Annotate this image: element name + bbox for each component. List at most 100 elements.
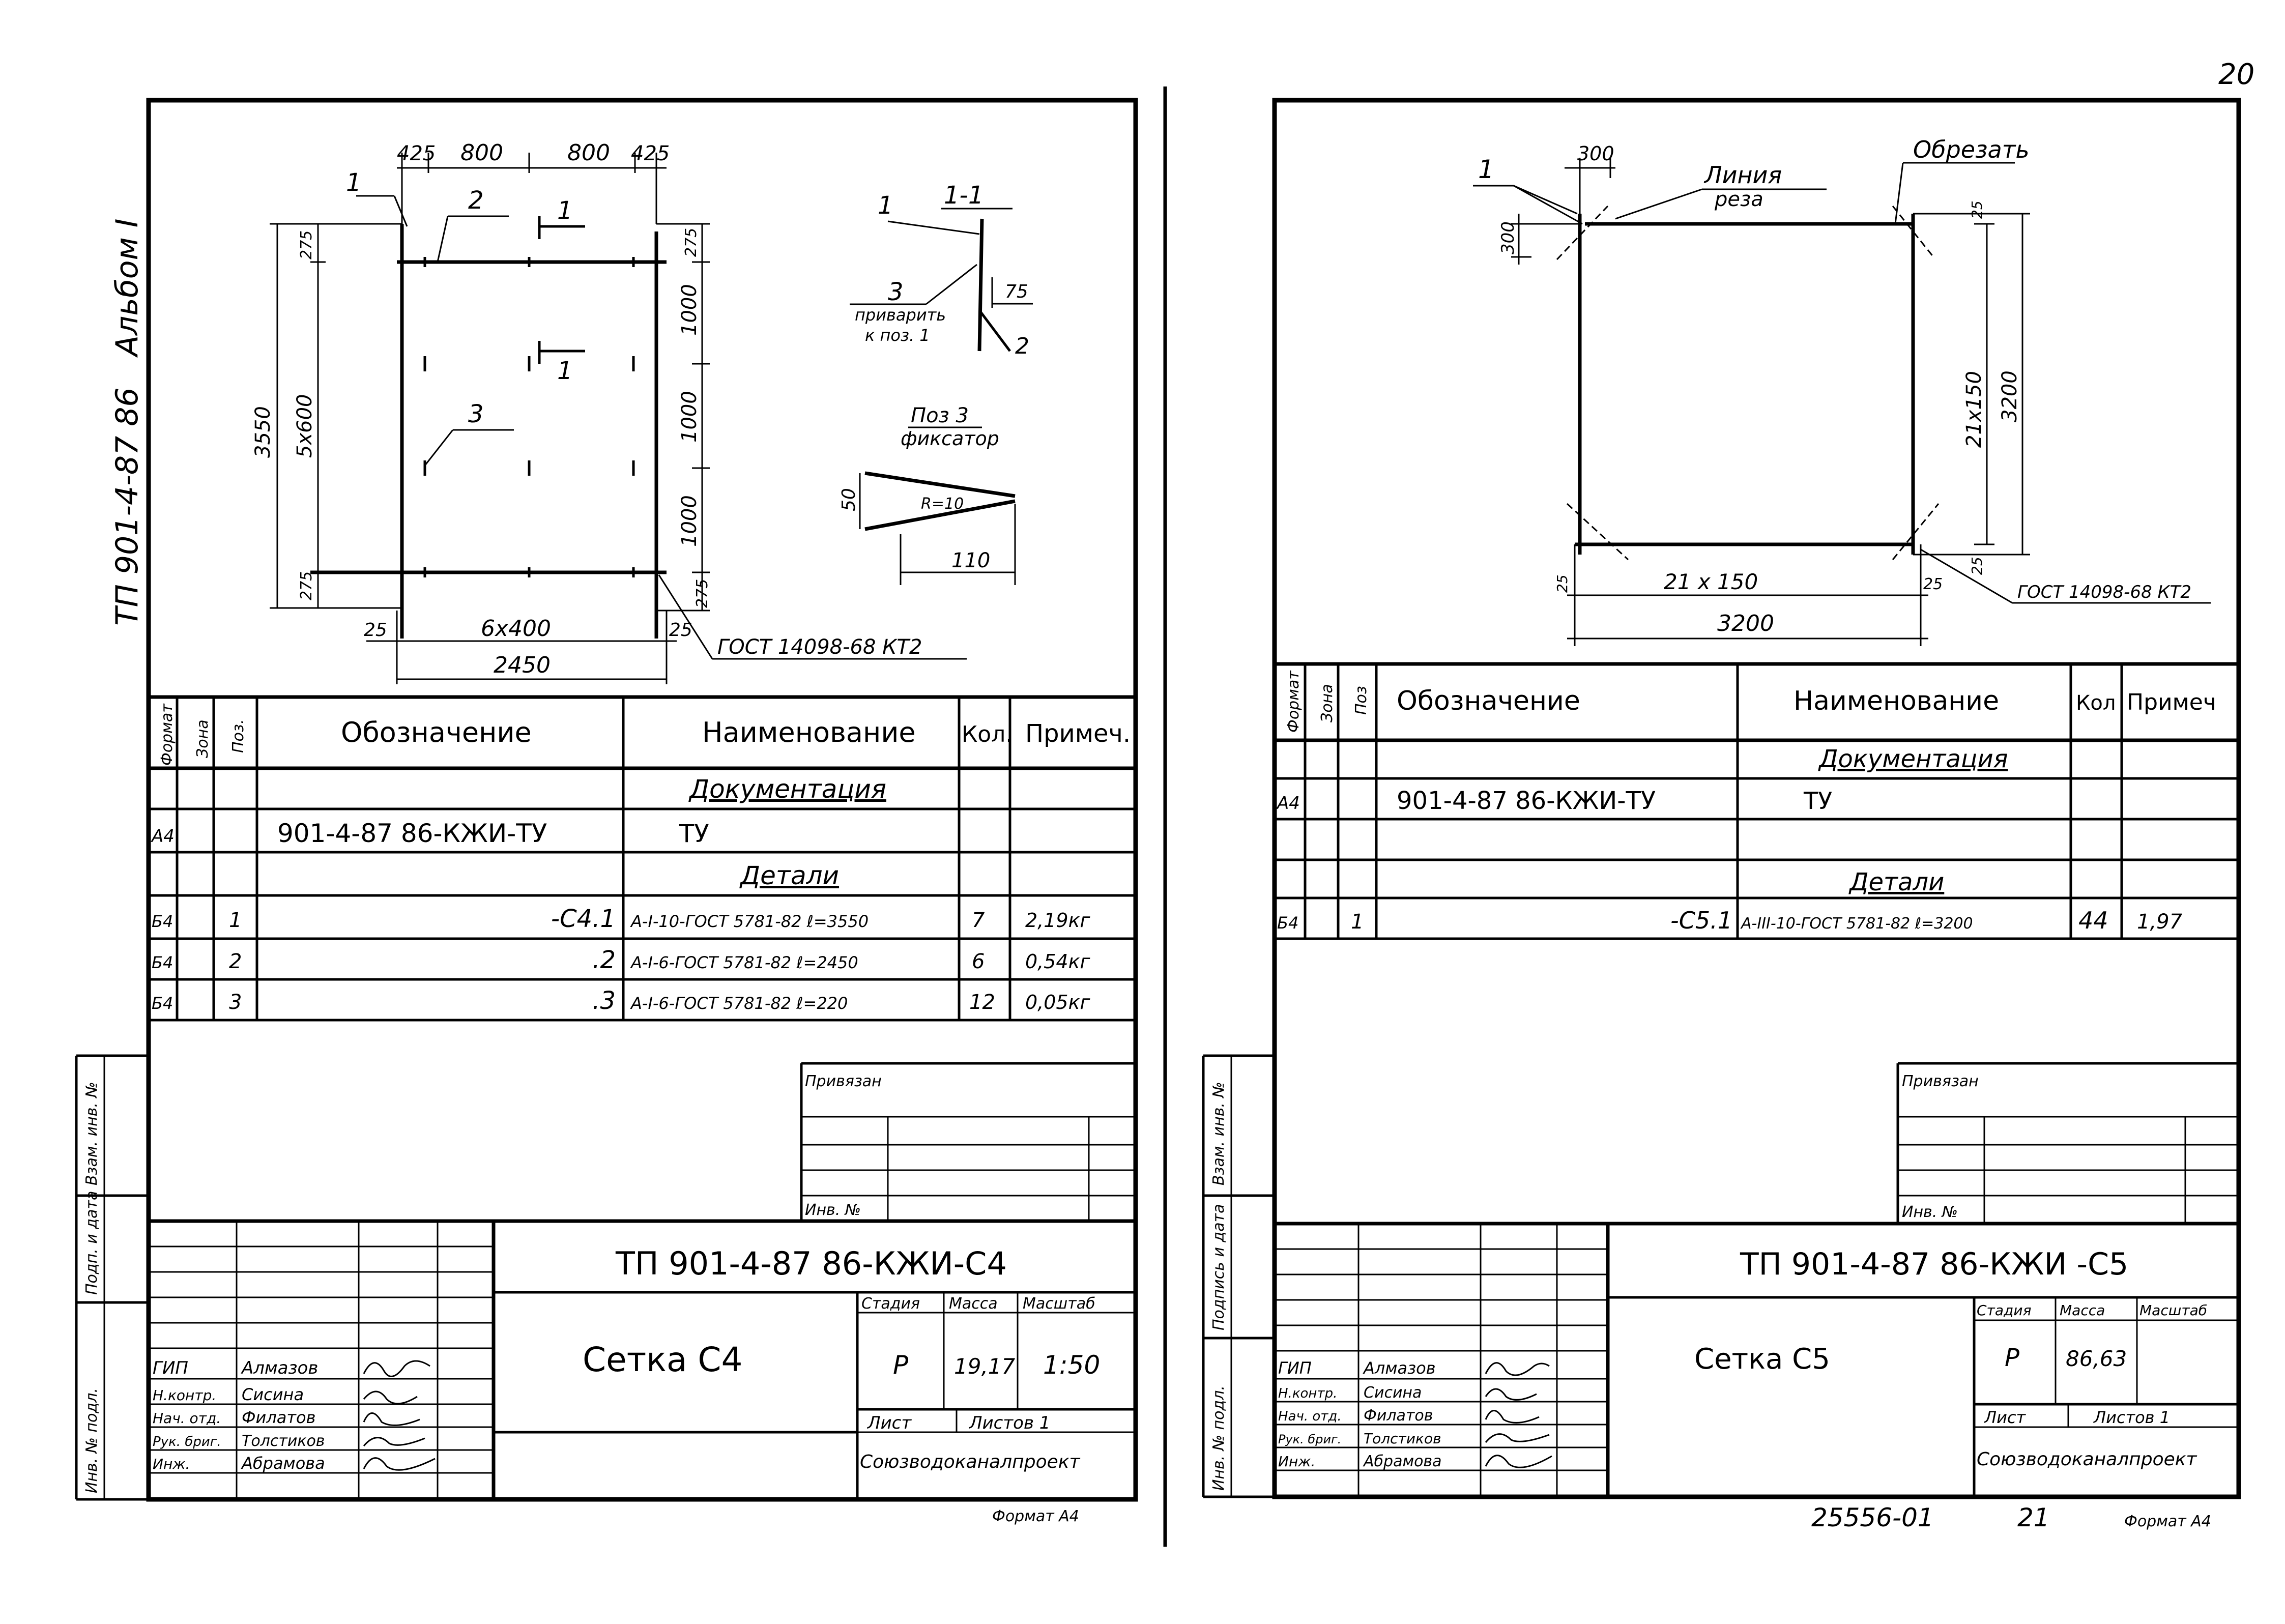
spec-header-format: Формат bbox=[1285, 670, 1303, 733]
section-1-1: 1-1 1 3 приварить к поз. 1 75 2 bbox=[850, 181, 1033, 359]
scale-label: Масштаб bbox=[2139, 1302, 2207, 1319]
sheet-label: Лист bbox=[1984, 1408, 2026, 1427]
privyazan-label: Привязан bbox=[805, 1072, 882, 1090]
signature bbox=[363, 1437, 425, 1446]
dim-right-outer: 3200 bbox=[1998, 370, 2021, 422]
org-name: Союзводоканалпроект bbox=[860, 1452, 1080, 1472]
staff-role-3: Нач. отд. bbox=[1278, 1409, 1342, 1424]
dim-right-2: 1000 bbox=[678, 391, 701, 443]
spec-row-2-format: Б4 bbox=[152, 953, 173, 972]
leader-label-1: 1 bbox=[346, 168, 362, 197]
trim-label: Обрезать bbox=[1913, 136, 2030, 163]
cut-line bbox=[1556, 205, 1609, 260]
spec-row-1-qty: 44 bbox=[2078, 907, 2108, 934]
spec-header-note: Примеч bbox=[2127, 689, 2216, 715]
leader-line bbox=[1513, 185, 1583, 225]
left-sheet: Альбом I ТП 901-4-87 86 bbox=[75, 98, 1138, 1525]
gost-note: ГОСТ 14098-68 КТ2 bbox=[717, 635, 922, 659]
signature bbox=[363, 1390, 418, 1405]
spec-header-zone: Зона bbox=[1318, 684, 1336, 722]
leader-line bbox=[393, 195, 408, 227]
leader-line bbox=[1513, 185, 1578, 215]
spec-doc-format: А4 bbox=[1276, 793, 1300, 814]
leader-label-1: 1 bbox=[1478, 155, 1494, 184]
fixator-shape bbox=[864, 471, 1016, 498]
leader-line bbox=[1894, 162, 1904, 224]
leader-line bbox=[658, 574, 713, 659]
org-name: Союзводоканалпроект bbox=[1977, 1449, 2197, 1470]
spec-header-pos: Поз. bbox=[229, 719, 247, 753]
pos3-sub: фиксатор bbox=[901, 427, 999, 450]
signature bbox=[1485, 1388, 1537, 1401]
mesh-c5-drawing: 300 300 1 Линия реза Обрезать 25 bbox=[1473, 136, 2211, 646]
sheets-label: Листов 1 bbox=[2093, 1408, 2170, 1427]
fixator-shape bbox=[864, 499, 1016, 531]
mass-label: Масса bbox=[2060, 1302, 2105, 1319]
weld-note-1: приварить bbox=[855, 305, 946, 325]
signature bbox=[1485, 1433, 1550, 1443]
pos3-length: 110 bbox=[951, 549, 990, 572]
pos3-height: 50 bbox=[838, 488, 859, 511]
signature bbox=[1485, 1410, 1540, 1424]
doc-code: ТП 901-4-87 86-КЖИ -С5 bbox=[1740, 1246, 2128, 1282]
leader-line bbox=[925, 264, 977, 305]
spec-row-1-pos: 1 bbox=[1351, 910, 1364, 934]
staff-name-5: Абрамова bbox=[241, 1454, 325, 1473]
left-sheet-frame bbox=[146, 98, 1138, 1502]
spec-doc-designation: 901-4-87 86-КЖИ-ТУ bbox=[277, 819, 547, 848]
dim-bottom-mid: 6x400 bbox=[481, 616, 551, 642]
gost-note: ГОСТ 14098-68 КТ2 bbox=[2017, 582, 2191, 602]
spec-row-3-designation: .3 bbox=[592, 987, 616, 1015]
dim-300-top: 300 bbox=[1577, 142, 1614, 165]
spec-header-qty: Кол. bbox=[962, 721, 1013, 747]
spec-section-details: Детали bbox=[739, 861, 839, 890]
dim-top-1: 425 bbox=[397, 142, 436, 165]
spec-row-2-qty: 6 bbox=[972, 950, 985, 973]
cut-mark-top: 1 bbox=[557, 196, 573, 225]
staff-name-2: Сисина bbox=[242, 1385, 304, 1404]
spec-row-1-name: А-III-10-ГОСТ 5781-82 ℓ=3200 bbox=[1740, 915, 1973, 933]
staff-name-4: Толстиков bbox=[242, 1432, 325, 1450]
section-bar bbox=[977, 218, 984, 352]
spec-row-3-note: 0,05кг bbox=[1025, 991, 1091, 1013]
sign-number: 25556-01 bbox=[1811, 1503, 1934, 1532]
drawing-title: Сетка С4 bbox=[583, 1340, 743, 1379]
staff-name-1: Алмазов bbox=[241, 1358, 318, 1378]
leader-line bbox=[437, 216, 449, 263]
dim-top-2: 800 bbox=[460, 140, 503, 166]
spec-row-1-qty: 7 bbox=[972, 909, 985, 932]
dim-right-inner: 21x150 bbox=[1962, 371, 1986, 448]
scale-value: 1:50 bbox=[1043, 1350, 1100, 1380]
spec-row-3-pos: 3 bbox=[229, 991, 242, 1014]
spec-row-2-note: 0,54кг bbox=[1025, 950, 1091, 973]
dim-bottom-right-25b: 25 bbox=[1923, 575, 1943, 593]
dim-top-3: 800 bbox=[567, 140, 610, 166]
dim-right-top: 275 bbox=[682, 228, 700, 257]
spec-header-qty: Кол bbox=[2076, 691, 2116, 715]
staff-role-3: Нач. отд. bbox=[153, 1410, 221, 1427]
section-title: 1-1 bbox=[944, 181, 984, 210]
sheet-label: Лист bbox=[866, 1413, 912, 1433]
mass-value: 19,17 bbox=[954, 1354, 1016, 1379]
staff-role-2: Н.контр. bbox=[1278, 1386, 1337, 1401]
drawing-title: Сетка С5 bbox=[1694, 1343, 1830, 1376]
spec-doc-name: ТУ bbox=[679, 820, 709, 848]
spec-header-designation: Обозначение bbox=[1397, 686, 1580, 716]
pos3-radius: R=10 bbox=[921, 495, 964, 513]
dim-left-inner: 5x600 bbox=[293, 394, 316, 458]
stamp-vzam: Взам. инв. № bbox=[83, 1082, 101, 1185]
stage-label: Стадия bbox=[1977, 1302, 2031, 1319]
spec-row-1-format: Б4 bbox=[152, 912, 173, 931]
staff-role-1: ГИП bbox=[153, 1358, 188, 1378]
side-stamps-left: Взам. инв. № Подп. и дата Инв. № подл. bbox=[75, 1054, 149, 1501]
dim-left-outer: 3550 bbox=[251, 406, 275, 458]
dim-bottom-total: 2450 bbox=[494, 652, 551, 678]
spec-section-doc: Документация bbox=[688, 774, 886, 804]
spec-doc-name: ТУ bbox=[1803, 787, 1832, 815]
spec-row-2-name: А-I-6-ГОСТ 5781-82 ℓ=2450 bbox=[630, 953, 858, 972]
spec-section-details: Детали bbox=[1848, 868, 1944, 896]
dim-bottom-right: 25 bbox=[669, 620, 692, 641]
weld-note-2: к поз. 1 bbox=[865, 326, 930, 345]
stage-value: Р bbox=[2005, 1344, 2019, 1372]
cut-line-label-1: Линия bbox=[1703, 161, 1782, 189]
